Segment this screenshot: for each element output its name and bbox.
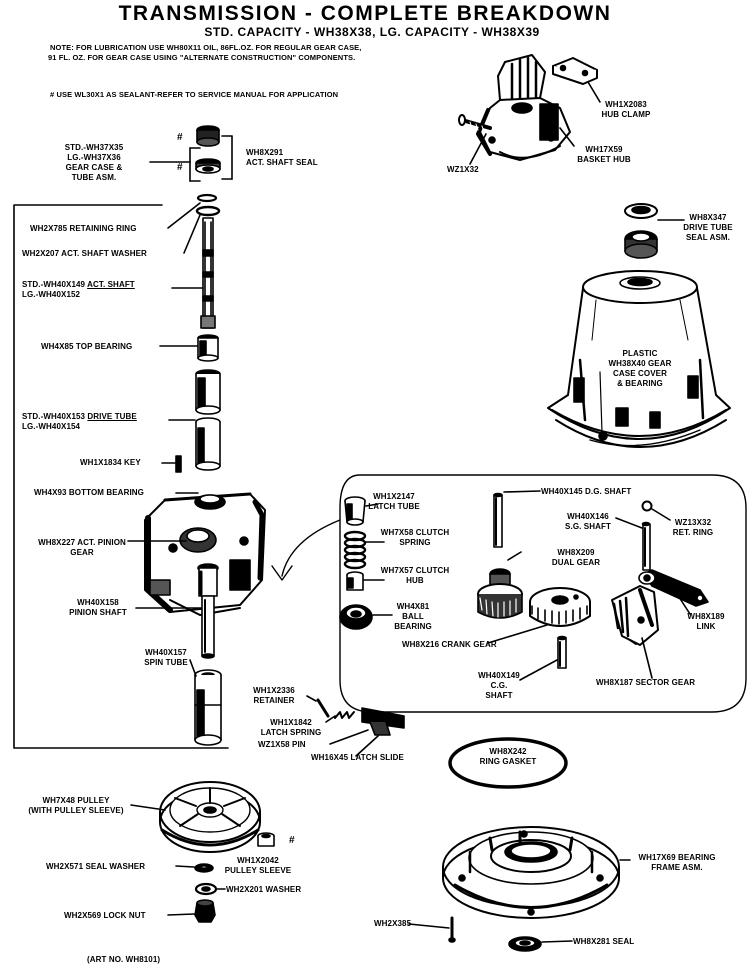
label-act-shaft: STD.-WH40X149 ACT. SHAFT LG.-WH40X152 [22,280,135,299]
label-seal-washer: WH2X571 SEAL WASHER [46,862,146,871]
link-icon [638,569,709,607]
washer-icon [194,882,218,896]
label-key: WH1X1834 KEY [80,458,141,467]
retaining-ring-icon [196,193,218,203]
hash-mark-3: # [289,835,295,846]
top-bearing-icon [197,334,219,362]
ball-bearing-icon [339,604,373,630]
label-washer: WH2X201 WASHER [226,885,302,894]
label-drive-tube: STD.-WH40X153 DRIVE TUBE LG.-WH40X154 [22,412,137,431]
latch-spring-icon [334,711,355,719]
arrow-to-gear-box [281,519,341,577]
seal-washer-icon [194,863,214,873]
act-shaft-seal-icon [195,125,221,174]
label-seal-bottom: WH8X281 SEAL [573,937,635,946]
hash-mark-1: # [177,132,183,143]
ret-ring-icon [641,500,653,512]
gear-case-body-icon [144,492,266,616]
label-lock-nut: WH2X569 LOCK NUT [64,911,146,920]
act-shaft-icon [200,217,216,329]
shaft-washer-icon [195,205,221,217]
label-pulley: WH7X48 PULLEY(WITH PULLEY SLEEVE) [28,796,124,815]
sealant-note: # USE WL30X1 AS SEALANT-REFER TO SERVICE… [50,90,339,99]
sector-gear-icon [611,585,659,646]
sg-shaft-icon [641,521,651,571]
art-number: (ART NO. WH8101) [87,955,161,964]
dg-shaft-icon [493,492,503,548]
clutch-hub-icon [346,571,364,591]
hub-clamp-icon [552,57,598,85]
diagram-subtitle: STD. CAPACITY - WH38X38, LG. CAPACITY - … [204,25,540,39]
label-crank-gear: WH8X216 CRANK GEAR [402,640,497,649]
pinion-shaft-icon [197,563,219,659]
basket-hub-icon [476,54,571,161]
lubrication-note: NOTE: FOR LUBRICATION USE WH80X11 OIL, 8… [48,43,362,62]
label-wh2x385: WH2X385 [374,919,412,928]
retainer-icon [316,698,330,718]
bottom-seal-icon [508,936,542,952]
label-act-shaft-washer: WH2X207 ACT. SHAFT WASHER [22,249,147,258]
spin-tube-icon [194,669,222,746]
screw-wz1x32-icon [458,114,492,133]
label-pin: WZ1X58 PIN [258,740,306,749]
label-dg-shaft: WH40X145 D.G. SHAFT [541,487,632,496]
label-sector-gear: WH8X187 SECTOR GEAR [596,678,696,687]
drive-tube-icon [195,369,221,471]
pulley-sleeve-icon [257,832,275,847]
latch-tube-icon [344,496,366,526]
cg-shaft-icon [557,635,567,669]
hash-mark-2: # [177,162,183,173]
label-retaining-ring: WH2X785 RETAINING RING [30,224,137,233]
bearing-frame-icon [442,826,620,919]
diagram-title: TRANSMISSION - COMPLETE BREAKDOWN [118,2,612,25]
label-bottom-bearing: WH4X93 BOTTOM BEARING [34,488,144,497]
lock-nut-icon [194,899,216,923]
key-icon [175,455,182,473]
clutch-spring-icon [343,530,367,570]
label-wz1x32: WZ1X32 [447,165,479,174]
latch-slide-icon [361,707,405,736]
drive-tube-seal-icon [624,203,658,259]
pulley-icon [159,781,261,853]
label-top-bearing: WH4X85 TOP BEARING [41,342,133,351]
dual-gear-icon [477,568,523,619]
label-latch-slide: WH16X45 LATCH SLIDE [311,753,404,762]
crank-gear-icon [529,587,591,627]
pin-wh2x385-icon [448,916,456,943]
